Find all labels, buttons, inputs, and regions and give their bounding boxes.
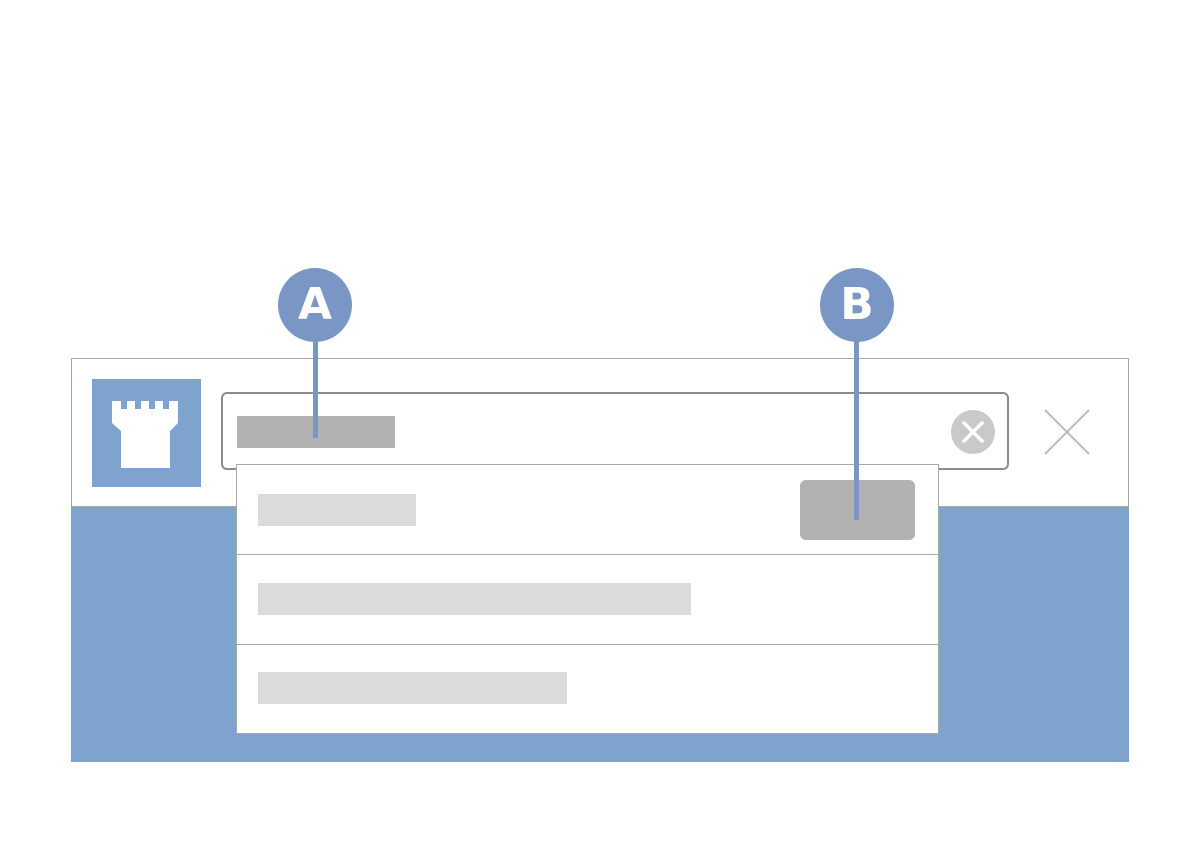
suggestion-text-placeholder xyxy=(258,583,691,615)
suggestion-row[interactable] xyxy=(237,555,938,645)
suggestion-text-placeholder xyxy=(258,494,416,526)
app-window xyxy=(71,358,1129,762)
callout-b-badge: B xyxy=(820,268,894,342)
search-input[interactable] xyxy=(221,392,1009,470)
suggestion-row[interactable] xyxy=(237,465,938,555)
suggestion-dropdown xyxy=(236,464,939,734)
clear-search-button[interactable] xyxy=(951,410,995,454)
callout-a-badge: A xyxy=(278,268,352,342)
clear-circle-x-icon xyxy=(962,421,984,443)
close-button[interactable] xyxy=(1044,409,1090,455)
close-x-icon xyxy=(1044,409,1090,455)
castle-tower-icon xyxy=(112,401,178,468)
search-header xyxy=(71,358,1129,507)
suggestion-row[interactable] xyxy=(237,645,938,734)
callout-b-leader-line xyxy=(854,330,859,520)
suggestion-text-placeholder xyxy=(258,672,567,704)
callout-a-leader-line xyxy=(313,330,318,438)
app-logo xyxy=(92,379,201,487)
